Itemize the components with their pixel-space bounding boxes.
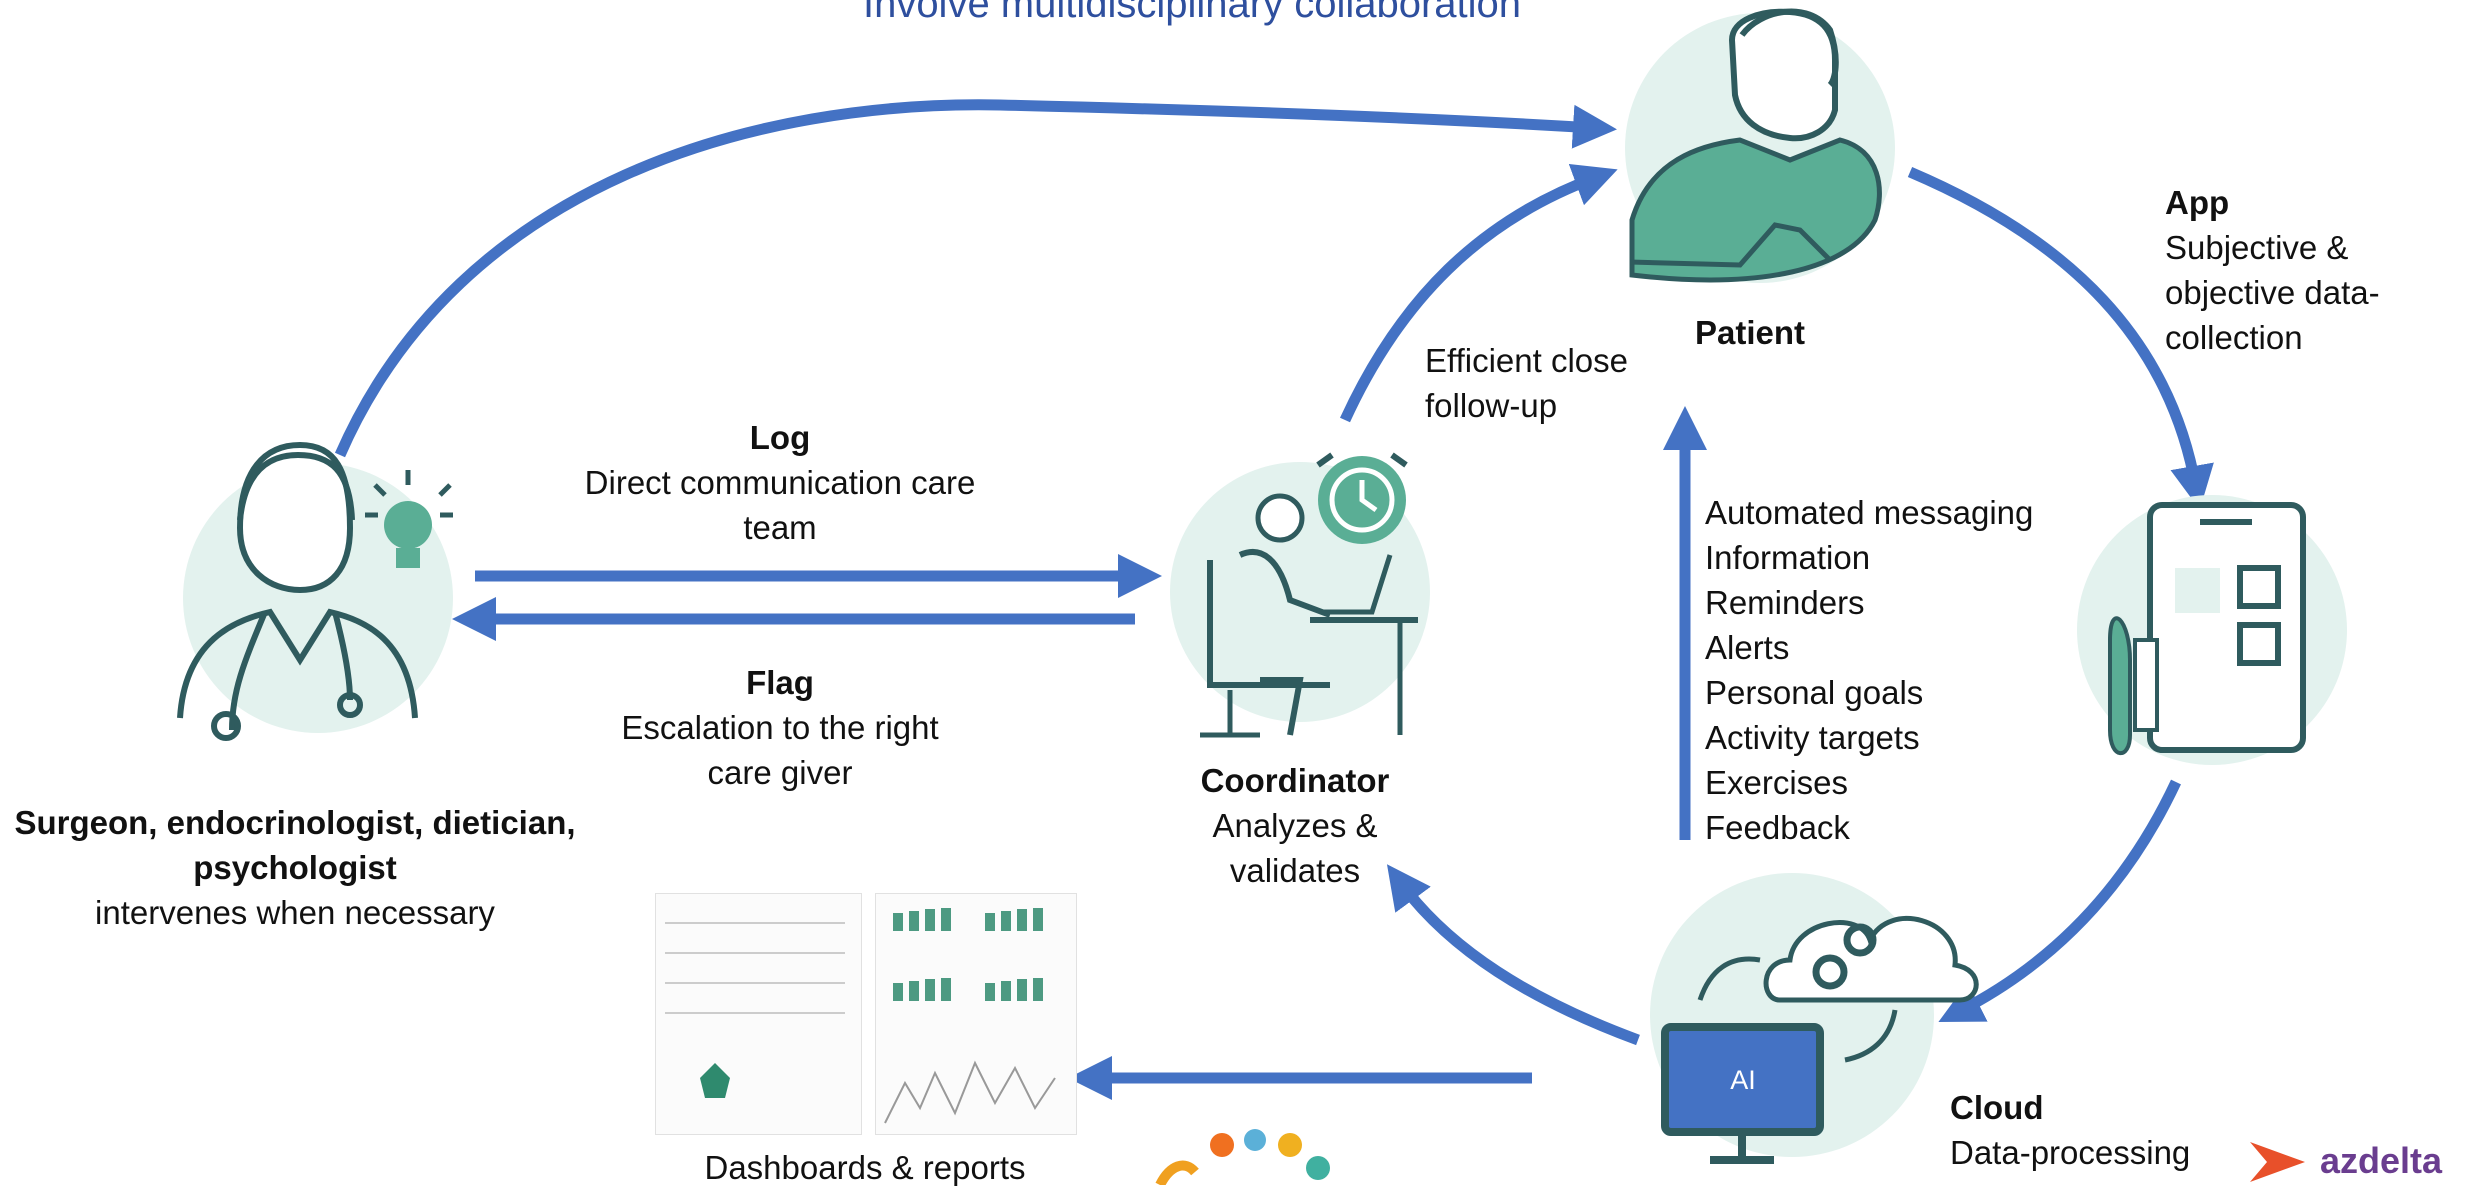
ai-label: AI — [1730, 1065, 1756, 1095]
arrow-coordinator-to-patient — [1340, 163, 1618, 423]
app-desc-1: Subjective & — [2165, 229, 2349, 266]
arrow-app-to-cloud — [1938, 779, 2181, 1022]
computer-icon — [1661, 1023, 1824, 1164]
app-desc-3: collection — [2165, 319, 2303, 356]
message-item: Personal goals — [1705, 674, 1924, 711]
flag-desc-2: care giver — [707, 754, 853, 791]
coordinator-desc-1: Analyzes & — [1212, 807, 1378, 844]
messages-list: Automated messaging Information Reminder… — [1705, 490, 2033, 850]
followup-line-2: follow-up — [1425, 387, 1558, 424]
followup-label: Efficient close follow-up — [1425, 338, 1725, 428]
app-label: App Subjective & objective data- collect… — [2165, 180, 2465, 360]
cloud-desc: Data-processing — [1950, 1134, 2191, 1171]
azdelta-logo: azdelta — [2245, 1140, 2475, 1185]
message-item: Feedback — [1705, 809, 1850, 846]
diagram-title: Involve multidisciplinary collaboration — [862, 0, 1522, 26]
log-desc-1: Direct communication care — [584, 464, 976, 501]
message-item: Automated messaging — [1705, 494, 2034, 531]
coordinator-title: Coordinator — [1200, 762, 1390, 799]
clock-icon — [1316, 452, 1408, 544]
lightbulb-icon — [365, 470, 453, 568]
coordinator-desc-2: validates — [1229, 852, 1361, 889]
logo-text: azdelta — [2320, 1140, 2443, 1181]
cloud-label: Cloud Data-processing — [1950, 1085, 2250, 1175]
patient-title: Patient — [1694, 314, 1806, 351]
coordinator-label: Coordinator Analyzes & validates — [1150, 758, 1440, 893]
dashboards-label: Dashboards & reports — [704, 1149, 1026, 1186]
arrow-cloud-to-coordinator — [1386, 864, 1640, 1046]
log-label: Log Direct communication care team — [520, 415, 1040, 550]
message-item: Alerts — [1705, 629, 1790, 666]
arrow-team-to-patient — [334, 99, 1617, 458]
message-item: Exercises — [1705, 764, 1849, 801]
message-item: Information — [1705, 539, 1871, 576]
dashboard-preview-graphics — [665, 908, 1056, 1124]
team-title-2: psychologist — [193, 849, 397, 886]
wearable-icon — [2108, 616, 2159, 756]
doctor-icon — [177, 441, 453, 741]
cloud-title: Cloud — [1950, 1089, 2044, 1126]
patient-label: Patient — [1650, 310, 1850, 355]
flag-label: Flag Escalation to the right care giver — [540, 660, 1020, 795]
message-item: Reminders — [1705, 584, 1865, 621]
colorful-logo-icon — [1155, 1129, 1330, 1185]
arrow-patient-to-app — [1907, 166, 2214, 510]
log-desc-2: team — [743, 509, 817, 546]
flag-desc-1: Escalation to the right — [621, 709, 939, 746]
message-item: Activity targets — [1705, 719, 1920, 756]
team-title: Surgeon, endocrinologist, dietician, — [14, 804, 576, 841]
flag-title: Flag — [746, 664, 814, 701]
app-desc-2: objective data- — [2165, 274, 2380, 311]
dashboard-thumbnails — [655, 893, 1077, 1143]
log-title: Log — [749, 419, 811, 456]
app-title: App — [2165, 184, 2230, 221]
followup-line-1: Efficient close — [1425, 342, 1628, 379]
team-label: Surgeon, endocrinologist, dietician, psy… — [0, 800, 590, 935]
team-desc: intervenes when necessary — [95, 894, 495, 931]
logo-chevron-icon — [2250, 1142, 2305, 1182]
patient-icon — [1625, 8, 1895, 283]
